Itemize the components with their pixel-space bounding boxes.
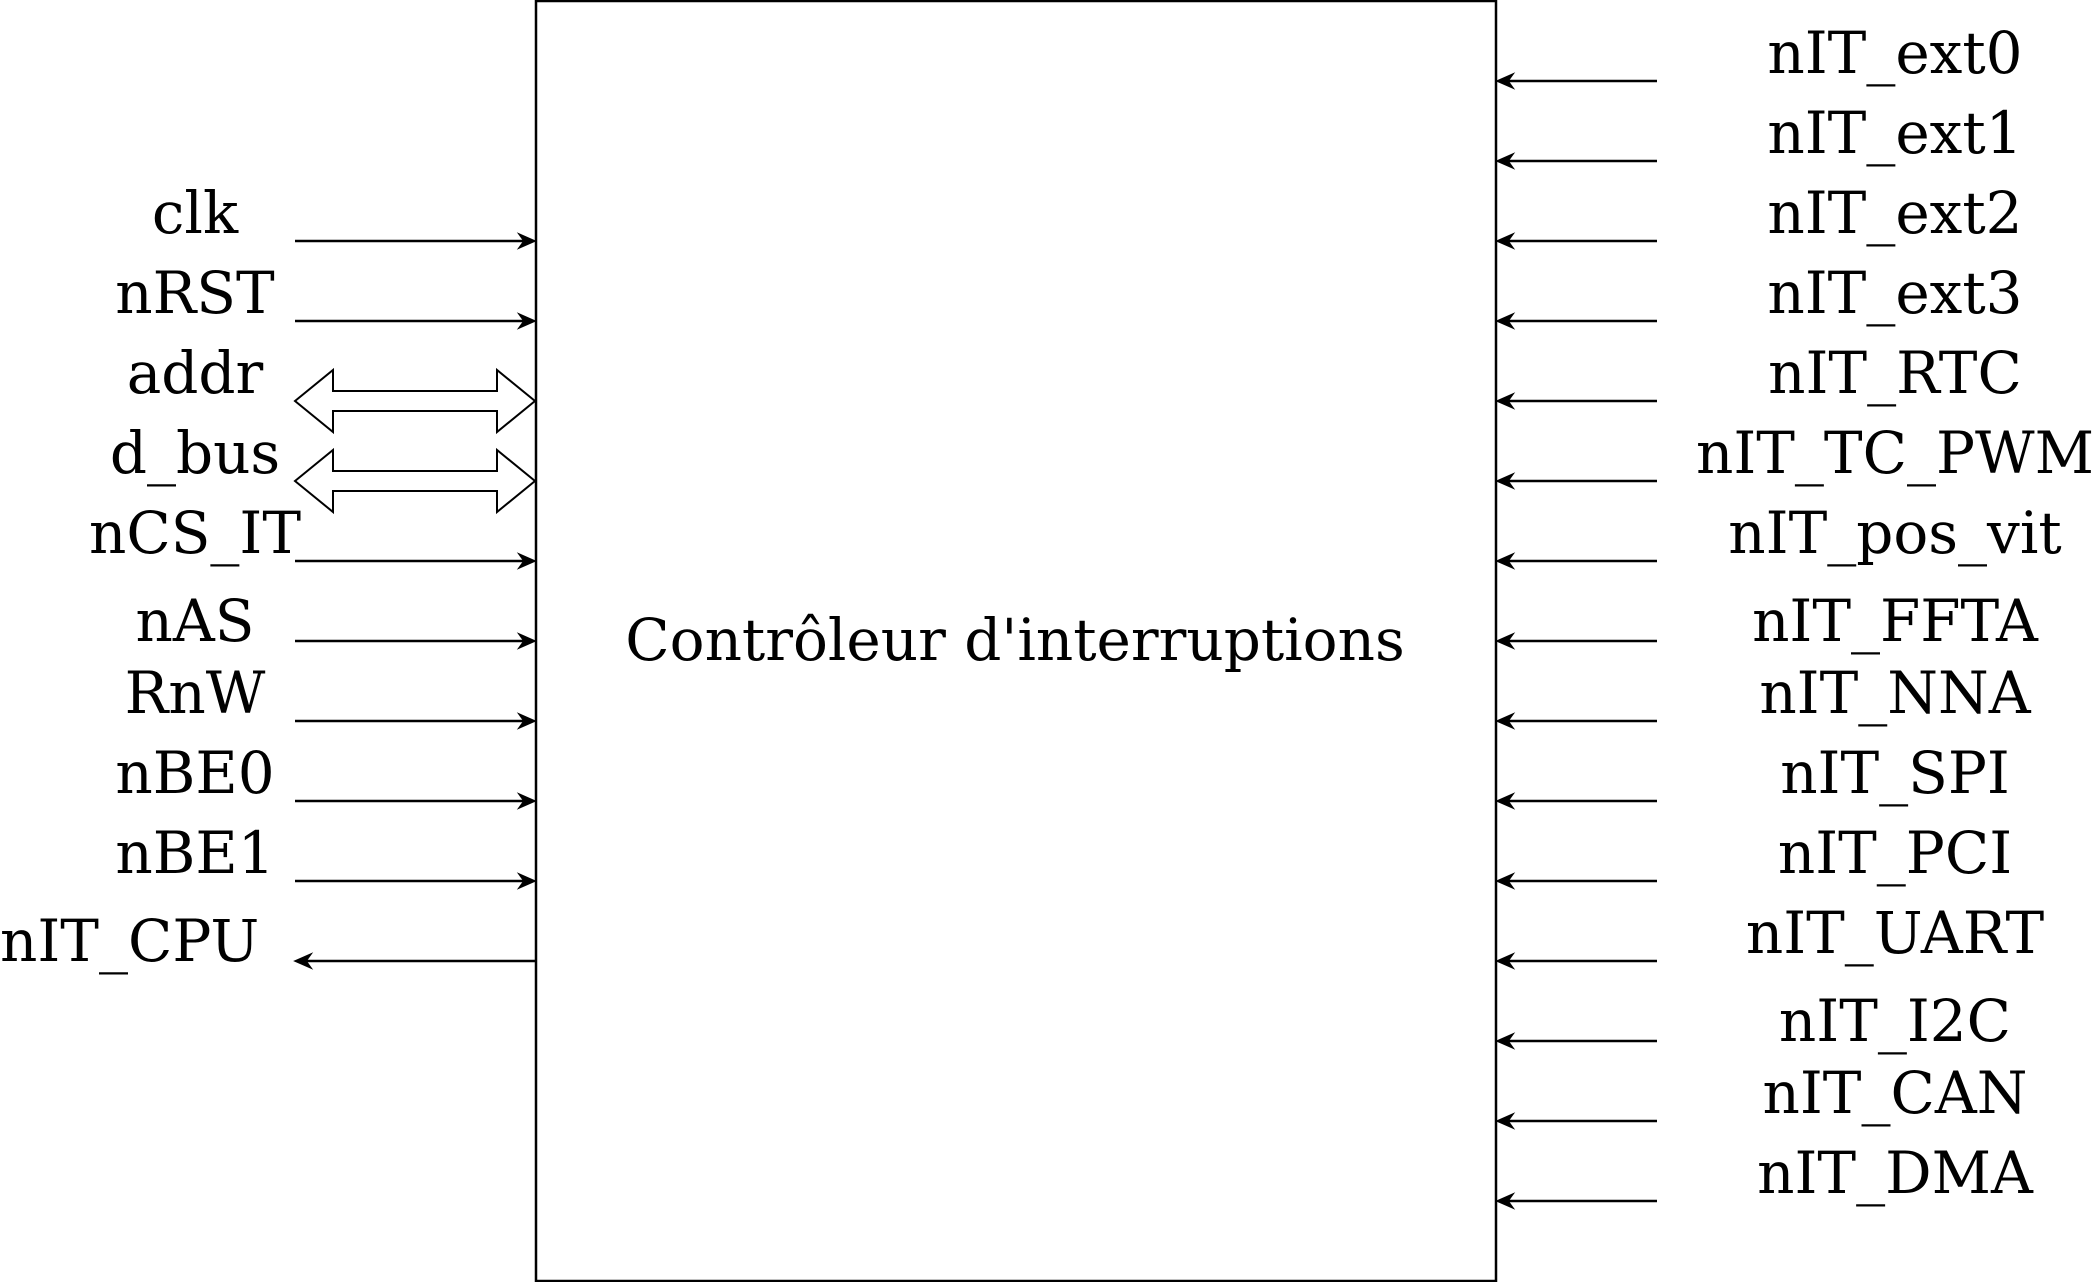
signal-label-nit-spi: nIT_SPI [1780,739,2010,807]
signal-label-d-bus: d_bus [110,419,280,487]
arrowhead-nit-rtc [1495,392,1516,410]
arrowhead-nit-nna [1495,712,1516,730]
signal-label-nit-nna: nIT_NNA [1759,659,2031,727]
signal-nas: nAS [136,587,537,655]
signal-label-nas: nAS [136,587,255,655]
signal-nit-ext3: nIT_ext3 [1495,259,2023,330]
arrowhead-nbe0 [516,792,537,810]
signal-nit-i2c: nIT_I2C [1495,987,2011,1055]
arrowhead-nit-dma [1495,1192,1516,1210]
signal-nit-dma: nIT_DMA [1495,1139,2034,1210]
signal-label-nit-tc-pwm: nIT_TC_PWM [1696,419,2094,487]
arrowhead-nit-pci [1495,872,1516,890]
arrowhead-nbe1 [516,872,537,890]
signal-nbe0: nBE0 [115,739,537,810]
signal-label-nbe0: nBE0 [115,739,274,807]
signal-nit-ext1: nIT_ext1 [1495,99,2023,170]
signal-label-ncs-it: nCS_IT [89,499,301,567]
arrowhead-nit-i2c [1495,1032,1516,1050]
signal-nit-spi: nIT_SPI [1495,739,2010,810]
signal-nit-ffta: nIT_FFTA [1495,587,2039,655]
signal-label-nit-pos-vit: nIT_pos_vit [1728,499,2061,567]
signal-label-nit-ffta: nIT_FFTA [1752,587,2039,655]
signal-nit-pci: nIT_PCI [1495,819,2012,890]
signal-label-nit-dma: nIT_DMA [1757,1139,2034,1207]
signal-nit-nna: nIT_NNA [1495,659,2032,730]
arrowhead-clk [516,232,537,250]
signal-nit-pos-vit: nIT_pos_vit [1495,499,2062,570]
signal-nbe1: nBE1 [115,819,537,890]
signal-label-addr: addr [127,339,264,407]
arrowhead-nit-tc-pwm [1495,472,1516,490]
arrowhead-nit-ffta [1495,632,1516,650]
signal-label-nit-can: nIT_CAN [1763,1059,2028,1127]
signal-label-nit-uart: nIT_UART [1746,899,2045,967]
signal-label-clk: clk [152,179,239,247]
arrowhead-nit-spi [1495,792,1516,810]
arrowhead-rnw [516,712,537,730]
arrowhead-nrst [516,312,537,330]
signal-nit-cpu: nIT_CPU [0,907,535,975]
signal-label-nbe1: nBE1 [115,819,274,887]
signal-label-nit-pci: nIT_PCI [1778,819,2012,887]
signal-label-nit-ext0: nIT_ext0 [1767,19,2022,87]
arrowhead-nit-cpu [293,952,314,970]
signal-label-nit-ext2: nIT_ext2 [1767,179,2022,247]
signal-rnw: RnW [125,659,537,730]
signal-label-nit-ext3: nIT_ext3 [1767,259,2022,327]
signal-label-nit-ext1: nIT_ext1 [1767,99,2022,167]
signal-label-nit-rtc: nIT_RTC [1768,339,2022,407]
signal-nit-rtc: nIT_RTC [1495,339,2022,410]
signal-label-nrst: nRST [115,259,275,327]
bus-arrow-addr [293,367,537,435]
arrowhead-nit-ext0 [1495,72,1516,90]
arrowhead-nas [516,632,537,650]
arrowhead-nit-uart [1495,952,1516,970]
signal-clk: clk [152,179,537,250]
signal-ncs-it: nCS_IT [89,499,537,570]
block-title: Contrôleur d'interruptions [625,606,1404,674]
signal-label-nit-i2c: nIT_I2C [1779,987,2011,1055]
signal-label-nit-cpu: nIT_CPU [0,907,259,975]
signal-nit-ext0: nIT_ext0 [1495,19,2023,90]
bus-arrow-d-bus [293,447,537,515]
right-signal-group: nIT_ext0 nIT_ext1 nIT_ext2 nIT_ext3 nIT_RTCn… [1495,19,2094,1210]
arrowhead-ncs-it [516,552,537,570]
controller-block [534,0,1498,1282]
signal-nit-uart: nIT_UART [1495,899,2045,970]
signal-nrst: nRST [115,259,537,330]
signal-nit-tc-pwm: nIT_TC_PWM [1495,419,2094,490]
arrowhead-nit-ext3 [1495,312,1516,330]
signal-label-rnw: RnW [125,659,266,727]
signal-d-bus: d_bus [110,419,537,515]
signal-nit-can: nIT_CAN [1495,1059,2028,1130]
signal-nit-ext2: nIT_ext2 [1495,179,2023,250]
arrowhead-nit-ext2 [1495,232,1516,250]
arrowhead-nit-pos-vit [1495,552,1516,570]
arrowhead-nit-can [1495,1112,1516,1130]
arrowhead-nit-ext1 [1495,152,1516,170]
